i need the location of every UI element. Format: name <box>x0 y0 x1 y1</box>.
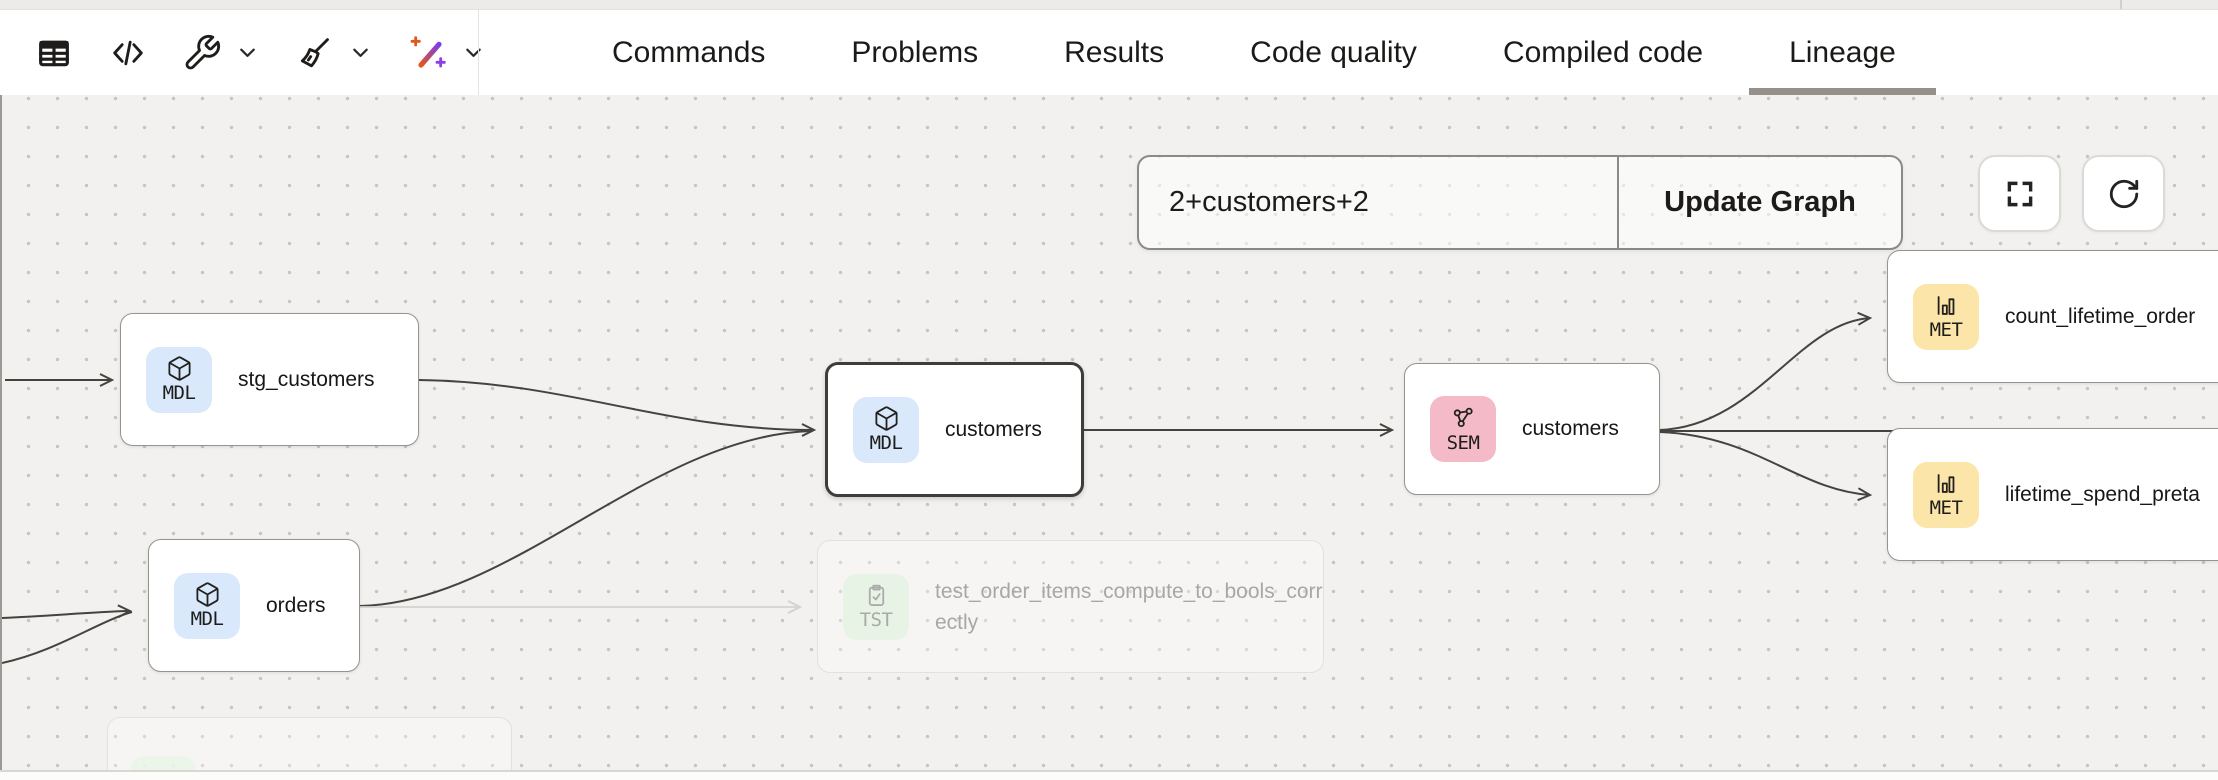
refresh-button[interactable] <box>2082 155 2165 232</box>
tab-lineage[interactable]: Lineage <box>1749 10 1936 95</box>
fullscreen-icon <box>2007 181 2032 206</box>
share-network-icon <box>1453 407 1473 427</box>
semantic-type-badge: SEM <box>1430 396 1496 462</box>
toolbar-row: Commands Problems Results Code quality C… <box>0 10 2218 95</box>
node-stg-customers[interactable]: MDL stg_customers <box>120 313 419 446</box>
graph-filter-group: Update Graph <box>1137 155 1903 250</box>
table-icon <box>39 40 69 66</box>
update-graph-button[interactable]: Update Graph <box>1619 157 1901 248</box>
tab-compiled-code[interactable]: Compiled code <box>1502 35 1704 69</box>
code-button[interactable] <box>108 33 148 73</box>
tab-problems[interactable]: Problems <box>851 35 979 69</box>
tab-bar: Commands Problems Results Code quality C… <box>572 10 1936 95</box>
fullscreen-button[interactable] <box>1978 155 2061 232</box>
cube-icon <box>874 406 898 431</box>
node-type-label: MDL <box>190 608 224 630</box>
broom-icon <box>300 37 329 67</box>
code-icon <box>113 40 143 65</box>
chevron-down-icon[interactable] <box>347 39 374 66</box>
node-type-label: MET <box>1929 497 1963 519</box>
clipboard-check-icon <box>868 584 884 606</box>
node-orders[interactable]: MDL orders <box>148 539 360 672</box>
magic-wand-button[interactable] <box>408 33 487 73</box>
metric-type-badge: MET <box>1913 283 1979 350</box>
node-lifetime-spend-pretax[interactable]: MET lifetime_spend_preta <box>1887 428 2218 561</box>
broom-button[interactable] <box>295 33 374 73</box>
tab-commands[interactable]: Commands <box>612 35 766 69</box>
chevron-down-icon[interactable] <box>234 39 261 66</box>
node-type-label: MDL <box>869 432 903 454</box>
graph-filter-input[interactable] <box>1139 157 1619 248</box>
model-type-badge: MDL <box>174 572 240 639</box>
cube-icon <box>195 582 219 607</box>
table-button[interactable] <box>34 33 74 73</box>
metric-type-badge: MET <box>1913 461 1979 528</box>
node-type-label: SEM <box>1446 431 1480 454</box>
wrench-icon <box>185 34 221 69</box>
tab-code-quality[interactable]: Code quality <box>1250 35 1417 69</box>
node-partial-bottom[interactable] <box>107 717 512 770</box>
test-type-badge <box>130 756 196 770</box>
node-test-order-items[interactable]: TST test_order_items_compute_to_bools_co… <box>817 540 1324 673</box>
refresh-icon <box>2109 179 2138 208</box>
top-strip-divider <box>2120 0 2122 9</box>
wrench-button[interactable] <box>182 33 261 73</box>
node-customers-model[interactable]: MDL customers <box>825 362 1084 497</box>
node-label: orders <box>266 593 326 617</box>
bar-chart-icon <box>1937 296 1954 315</box>
node-customers-semantic[interactable]: SEM customers <box>1404 363 1660 495</box>
magic-wand-icon <box>410 35 446 68</box>
tab-results[interactable]: Results <box>1064 35 1165 69</box>
toolbar-divider <box>478 10 479 95</box>
model-type-badge: MDL <box>853 396 919 463</box>
node-type-label: TST <box>859 609 893 631</box>
chevron-down-icon[interactable] <box>460 39 487 66</box>
node-label: customers <box>945 417 1042 441</box>
cube-icon <box>167 356 191 381</box>
node-count-lifetime-order[interactable]: MET count_lifetime_order <box>1887 250 2218 383</box>
node-label: stg_customers <box>238 367 375 391</box>
node-label: count_lifetime_order <box>2005 304 2196 328</box>
node-label: test_order_items_compute_to_bools_correc… <box>935 579 1323 634</box>
node-type-label: MDL <box>162 382 196 404</box>
icon-toolbar <box>0 10 487 95</box>
window-top-strip <box>0 0 2218 10</box>
bar-chart-icon <box>1937 474 1954 493</box>
node-label: lifetime_spend_preta <box>2005 482 2200 506</box>
window-bottom-strip <box>0 770 2218 780</box>
model-type-badge: MDL <box>146 346 212 413</box>
test-type-badge: TST <box>843 573 909 640</box>
lineage-canvas[interactable]: MDL stg_customers MDL orders MDL custome… <box>0 95 2218 770</box>
node-label: customers <box>1522 417 1619 440</box>
node-type-label: MET <box>1929 319 1963 341</box>
